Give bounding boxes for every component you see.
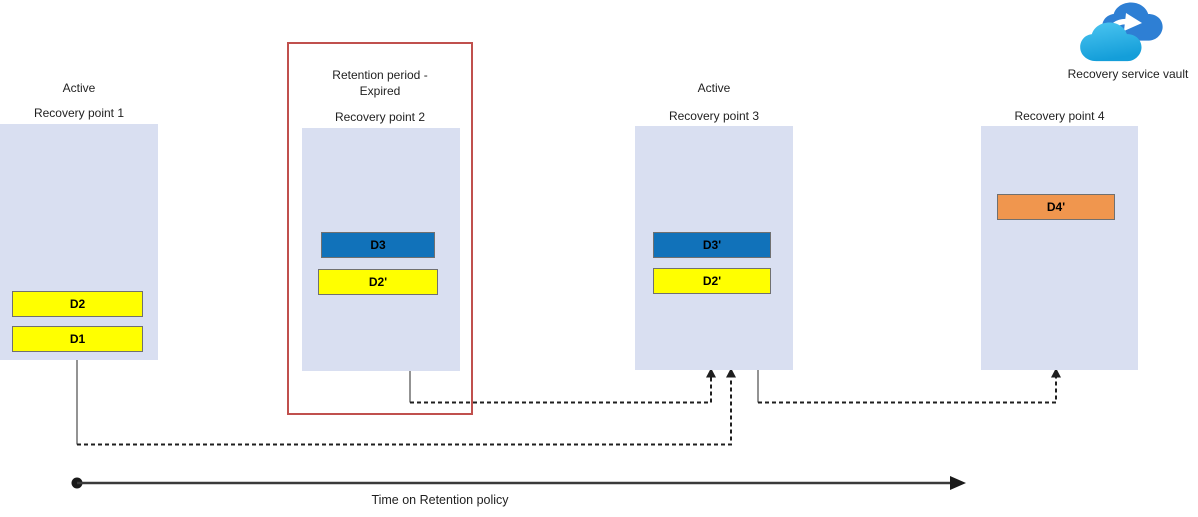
rp1-data-item-d1: D1	[12, 326, 143, 352]
rp3-data-item-d3prime: D3'	[653, 232, 771, 258]
rp3-status-label: Active	[697, 81, 731, 95]
rp2-data-item-d3: D3	[321, 232, 435, 258]
rp2-data-item-d2prime: D2'	[318, 269, 438, 295]
rp3-to-rp4-dashed-arrow	[758, 376, 1057, 404]
rp4-title: Recovery point 4	[1014, 109, 1105, 123]
cloud-front-shape	[1080, 22, 1142, 62]
rp2-title: Recovery point 2	[334, 110, 426, 124]
rp4-panel	[981, 126, 1138, 370]
rp2-status-label: Retention period - Expired	[292, 67, 468, 99]
rp4-data-item-d4prime: D4'	[997, 194, 1115, 220]
vault-label: Recovery service vault	[1067, 67, 1189, 81]
rp1-title: Recovery point 1	[33, 106, 125, 120]
timeline-arrowhead	[950, 476, 966, 490]
timeline-start-dot	[71, 477, 83, 489]
rp1-data-item-d2: D2	[12, 291, 143, 317]
rp3-title: Recovery point 3	[668, 109, 760, 123]
cloud-arrow-head	[1124, 13, 1142, 31]
rp1-status-label: Active	[62, 81, 96, 95]
rp2-status-line2: Expired	[359, 84, 401, 98]
rp3-data-item-d2prime: D2'	[653, 268, 771, 294]
expired-highlight-box	[287, 42, 473, 415]
rp1-panel	[0, 124, 158, 360]
timeline-label: Time on Retention policy	[371, 493, 509, 507]
rp2-status-line1: Retention period -	[332, 68, 428, 82]
recovery-vault-cloud-icon	[1078, 1, 1170, 63]
